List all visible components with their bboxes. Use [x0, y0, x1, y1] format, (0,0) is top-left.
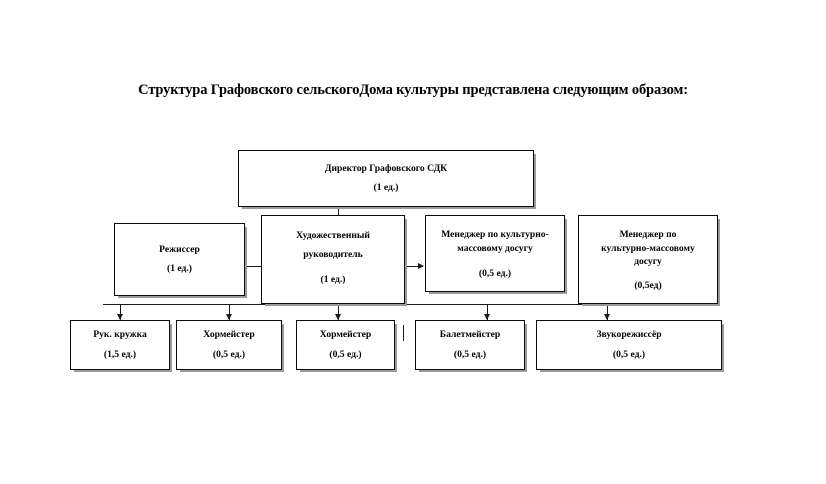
page-title: Структура Графовского сельскогоДома куль…: [138, 82, 688, 98]
node-manager-2-title: Менеджер по культурно-массовому досугу: [601, 228, 695, 268]
node-stage-director-count: (1 ед.): [167, 263, 192, 274]
node-ballet-master-count: (0,5 ед.): [453, 348, 487, 360]
arrow-down-to-choirmaster-1: [226, 314, 232, 320]
node-club-leader-count: (1,5 ед.): [103, 348, 137, 360]
node-stage-director-title: Режиссер: [159, 243, 200, 255]
bus-left-riser: [103, 304, 105, 305]
node-sound-engineer-title: Звукорежиссёр: [596, 329, 662, 341]
node-club-leader-title: Рук. кружка: [93, 329, 147, 341]
node-artistic-director-title: Художественный руководитель: [296, 230, 370, 261]
arrow-down-to-sound-engineer: [604, 314, 610, 320]
node-choirmaster-2-title: Хормейстер: [319, 329, 372, 341]
node-sound-engineer[interactable]: Звукорежиссёр (0,5 ед.): [536, 320, 724, 372]
connector-artistic-to-manager-1: [405, 266, 423, 268]
arrow-right-to-manager-1: [418, 263, 424, 269]
node-manager-1-count: (0,5 ед.): [478, 267, 512, 279]
drop-to-ballet-master: [487, 304, 489, 320]
distribution-bus: [103, 304, 607, 306]
stray-tick-mark: [403, 325, 405, 341]
node-stage-director[interactable]: Режиссер (1 ед.): [114, 223, 247, 298]
node-director-title: Директор Графовского СДК: [324, 162, 448, 174]
node-manager-2[interactable]: Менеджер по культурно-массовому досугу (…: [578, 215, 720, 306]
drop-to-sound-engineer: [607, 304, 609, 320]
node-ballet-master[interactable]: Балетмейстер (0,5 ед.): [415, 320, 527, 372]
node-choirmaster-2[interactable]: Хормейстер (0,5 ед.): [296, 320, 397, 372]
drop-to-choirmaster-1: [229, 304, 231, 320]
arrow-down-to-ballet-master: [484, 314, 490, 320]
node-choirmaster-1[interactable]: Хормейстер (0,5 ед.): [176, 320, 284, 372]
drop-to-choirmaster-2: [338, 304, 340, 320]
node-sound-engineer-count: (0,5 ед.): [612, 348, 646, 360]
node-manager-1[interactable]: Менеджер по культурно- массовому досугу …: [425, 215, 567, 294]
connector-artistic-to-stage-director: [245, 266, 263, 268]
node-choirmaster-1-count: (0,5 ед.): [212, 348, 246, 360]
node-ballet-master-title: Балетмейстер: [439, 329, 501, 341]
arrow-down-to-club-leader: [117, 314, 123, 320]
node-manager-1-title: Менеджер по культурно- массовому досугу: [441, 229, 549, 254]
arrow-down-to-choirmaster-2: [335, 314, 341, 320]
drop-to-club-leader: [120, 304, 122, 320]
node-artistic-director[interactable]: Художественный руководитель (1 ед.): [261, 215, 407, 306]
node-artistic-director-count: (1 ед.): [320, 274, 346, 286]
node-choirmaster-1-title: Хормейстер: [203, 329, 255, 341]
node-director-count: (1 ед.): [373, 182, 399, 193]
node-manager-2-count: (0,5ед): [634, 280, 662, 292]
node-choirmaster-2-count: (0,5 ед.): [329, 348, 362, 360]
node-club-leader[interactable]: Рук. кружка (1,5 ед.): [70, 320, 172, 372]
node-director[interactable]: Директор Графовского СДК (1 ед.): [238, 150, 536, 209]
